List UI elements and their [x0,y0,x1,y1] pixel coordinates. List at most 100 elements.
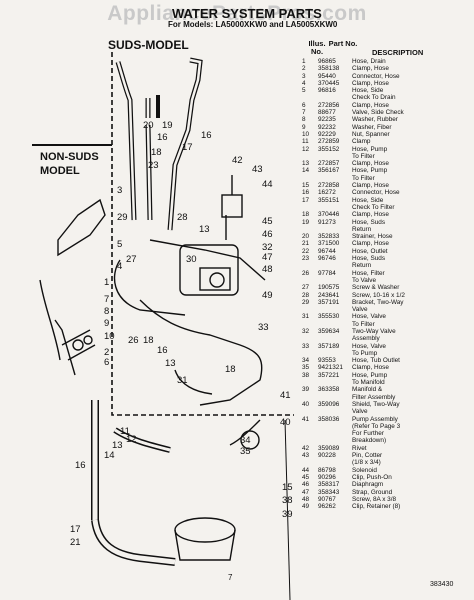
part-description: Hose, Suds [352,218,386,226]
illus-number: 34 [302,357,310,365]
part-description: Hose, Valve [352,342,386,350]
part-description: Bracket, Two-Way [352,298,404,306]
part-number: 359096 [318,400,340,408]
illus-number: 22 [302,247,310,255]
part-description: Hose, Drain [352,58,386,65]
callout-19: 19 [162,120,173,131]
hose-drawings [32,52,294,600]
model-numbers: For Models: LA5000XKW0 and LA5005XKW0 [168,20,338,29]
callout-10: 10 [104,331,115,342]
table-row: Valve [302,306,472,313]
part-description: To Filter [352,174,375,182]
callout-1: 1 [104,277,109,288]
part-description: Rivet [352,444,367,452]
part-number: 352833 [318,233,340,241]
illus-number: 49 [302,503,310,511]
illus-number: 8 [302,116,306,124]
callout-31: 31 [177,375,188,386]
callout-2: 2 [104,347,109,358]
illus-number: 28 [302,291,310,299]
callout-18: 18 [151,147,162,158]
illus-number: 18 [302,211,310,219]
part-number: 355530 [318,313,340,321]
table-row: For Further [302,430,472,437]
exploded-parts-diagram: 20 19 16 18 16 17 23 3 29 28 13 5 4 1 27… [32,52,294,600]
part-description: Filter Assembly [352,393,396,401]
part-number: 357189 [318,342,340,350]
non-suds-line1: NON-SUDS [40,151,99,163]
part-description: Hose, Outlet [352,247,388,255]
callout-20: 20 [143,120,154,131]
part-number: 92229 [318,130,336,138]
non-suds-line2: MODEL [40,165,80,177]
part-number: 90767 [318,495,336,503]
part-number: 359089 [318,444,340,452]
part-number: 358317 [318,481,340,489]
suds-model-label: SUDS-MODEL [108,38,189,52]
part-description: Clamp [352,138,371,146]
part-number: 357191 [318,298,340,306]
illus-number: 10 [302,130,310,138]
illus-number: 35 [302,364,310,372]
callout-26: 26 [128,335,139,346]
callout-27: 27 [126,254,137,265]
illus-number: 46 [302,481,310,489]
illus-number: 42 [302,444,310,452]
callout-6: 6 [104,357,109,368]
illus-number: 3 [302,72,306,80]
callout-39: 39 [282,509,293,520]
callout-30: 30 [186,254,197,265]
part-number: 96816 [318,87,336,95]
callout-15: 15 [282,482,293,493]
part-description: Check To Drain [352,94,396,102]
part-description: For Further [352,430,384,438]
part-description: Return [352,225,372,233]
illus-number: 19 [302,218,310,226]
part-description: Check To Filter [352,203,395,211]
part-description: Clamp, Hose [352,160,389,168]
part-number: 272856 [318,101,340,109]
callout-43: 43 [252,164,263,175]
callout-29: 29 [117,212,128,223]
part-description: Return [352,262,372,270]
part-description: Hose, Pump [352,145,388,153]
header-part-no: Part No. [328,39,358,48]
callout-16: 16 [75,460,86,471]
part-description: To Valve [352,276,377,284]
part-description: Strainer, Hose [352,233,393,241]
part-description: Pump Assembly [352,415,398,423]
illus-number: 47 [302,488,310,496]
non-suds-model-label: NON-SUDS MODEL [40,150,99,178]
callout-41: 41 [280,390,291,401]
part-number: 358138 [318,65,340,73]
part-number: 243641 [318,291,340,299]
illus-number: 17 [302,196,310,204]
illus-number: 38 [302,371,310,379]
part-description: Hose, Pump [352,371,388,379]
part-number: 272858 [318,182,340,190]
illus-number: 23 [302,255,310,263]
illus-number: 15 [302,182,310,190]
part-description: Connector, Hose [352,189,400,197]
callout-46: 46 [262,229,273,240]
illus-number: 31 [302,313,310,321]
part-description: Breakdown) [352,437,387,445]
part-number: 91273 [318,218,336,226]
part-description: (Refer To Page 3 [352,422,401,430]
illus-number: 13 [302,160,310,168]
part-description: Strap, Ground [352,488,393,496]
callout-16: 16 [201,130,212,141]
part-number: 272859 [318,138,340,146]
callout-7: 7 [104,294,109,305]
part-description: Clamp, Hose [352,240,389,248]
